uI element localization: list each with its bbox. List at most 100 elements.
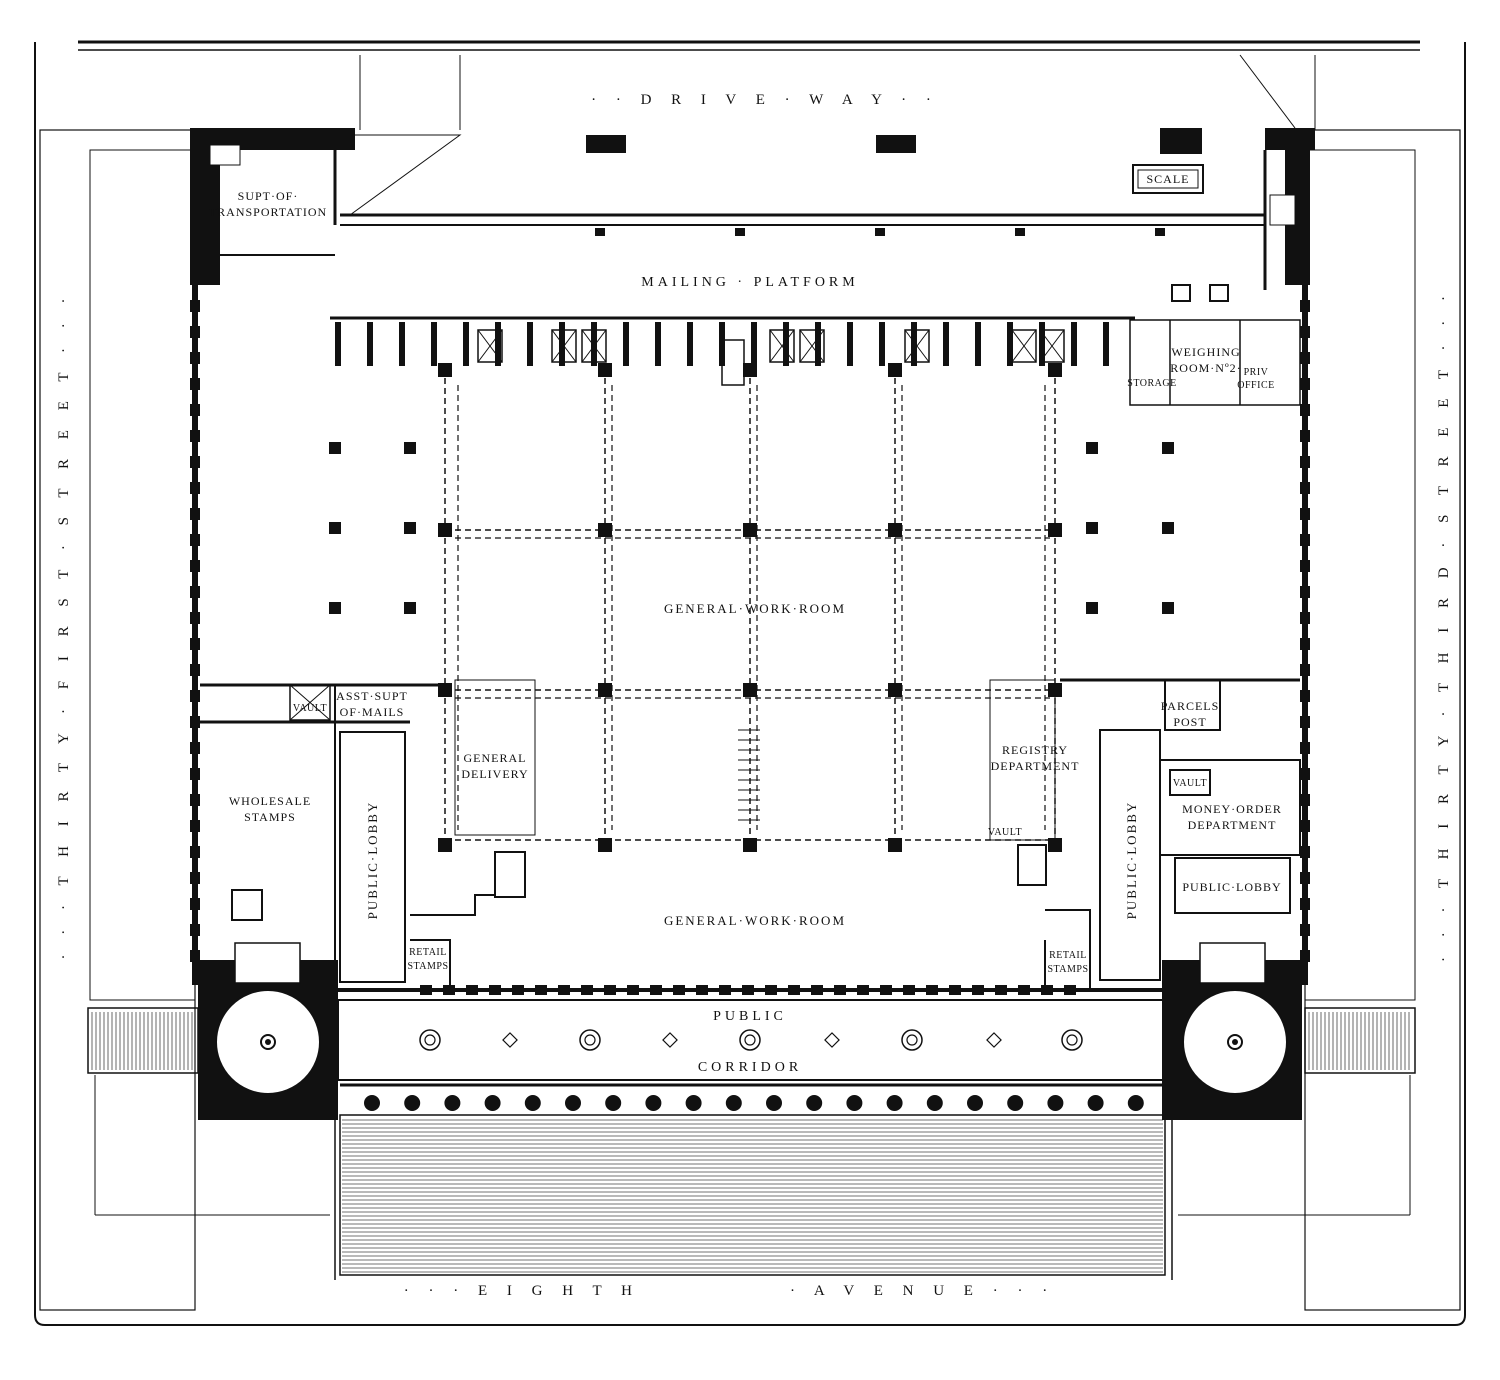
wall-pier — [190, 534, 200, 546]
wall-pier — [650, 985, 662, 995]
platform-pier — [623, 322, 629, 366]
colonnade-column — [444, 1095, 461, 1111]
colonnade — [94, 1075, 1411, 1280]
left-ramp — [87, 1007, 199, 1074]
wall-pier — [1300, 664, 1310, 676]
retail-stamps-right-label-2: STAMPS — [1047, 964, 1088, 975]
column — [888, 523, 902, 537]
top-corner-towers — [190, 135, 1310, 285]
wall-pier — [190, 560, 200, 572]
parcels-post-label-2: POST — [1173, 715, 1206, 729]
column — [1162, 522, 1174, 534]
platform-pier — [591, 322, 597, 366]
corridor-column-base — [739, 1029, 761, 1051]
wall-pier — [742, 985, 754, 995]
wall-pier — [857, 985, 869, 995]
wall-pier — [1300, 456, 1310, 468]
column — [1162, 602, 1174, 614]
elevator-car — [799, 329, 825, 363]
right-ramp — [1304, 1007, 1416, 1074]
column — [1162, 442, 1174, 454]
supt-transportation-label-2: TRANSPORTATION — [209, 205, 327, 219]
colonnade-column — [846, 1095, 863, 1111]
column — [888, 363, 902, 377]
wall-pier — [1300, 352, 1310, 364]
wall-pier — [190, 690, 200, 702]
column — [329, 522, 341, 534]
wall-pier — [926, 985, 938, 995]
wall-pier — [190, 950, 200, 962]
colonnade-column — [926, 1095, 943, 1111]
colonnade-column — [967, 1095, 983, 1111]
wall-pier — [1300, 872, 1310, 884]
wall-pier — [190, 664, 200, 676]
driveway-label: · · D R I V E · W A Y · · — [591, 92, 939, 108]
wall-pier — [1300, 534, 1310, 546]
column — [743, 523, 757, 537]
platform-pier — [655, 322, 661, 366]
floor-ornament — [662, 1032, 678, 1048]
wall-pier — [190, 300, 200, 312]
corridor-column-base — [419, 1029, 441, 1051]
column — [404, 442, 416, 454]
wall-pier — [558, 985, 570, 995]
platform-pier — [815, 322, 821, 366]
column — [329, 442, 341, 454]
wall-pier — [903, 985, 915, 995]
eighth-avenue-label-right: · A V E N U E · · · — [790, 1283, 1055, 1299]
wall-pier — [1300, 690, 1310, 702]
corridor-column-ring — [1066, 1034, 1078, 1046]
colonnade-column — [886, 1095, 903, 1111]
wall-pier — [1300, 430, 1310, 442]
left-offices — [200, 679, 536, 990]
building-walls — [190, 128, 1315, 992]
wall-pier — [719, 985, 731, 995]
wall-pier — [420, 985, 432, 995]
corridor-column-ring — [424, 1034, 436, 1046]
wall-pier — [1300, 846, 1310, 858]
wall-pier — [1300, 794, 1310, 806]
storage-label: STORAGE — [1127, 378, 1176, 389]
corner-pavilion-left — [198, 942, 338, 1120]
wall-pier — [1064, 985, 1076, 995]
platform-pier — [367, 322, 373, 366]
platform-pier — [1039, 322, 1045, 366]
public-lobby-left-label: PUBLIC·LOBBY — [365, 801, 380, 920]
platform-pier — [1103, 322, 1109, 366]
platform-pier — [1155, 228, 1165, 236]
wall-pier — [190, 586, 200, 598]
money-order-label-2: DEPARTMENT — [1188, 818, 1277, 832]
column — [438, 523, 452, 537]
column — [1086, 442, 1098, 454]
wall-pier — [190, 378, 200, 390]
floor-ornament — [986, 1032, 1002, 1048]
colonnade-column — [1047, 1095, 1064, 1111]
platform-pier — [463, 322, 469, 366]
colonnade-column — [524, 1095, 541, 1111]
priv-office-label-1: PRIV — [1244, 367, 1269, 378]
public-lobby-right-vertical-label: PUBLIC·LOBBY — [1124, 801, 1139, 920]
wall-pier — [1300, 482, 1310, 494]
platform-pier — [735, 228, 745, 236]
colonnade-column — [404, 1095, 421, 1111]
wall-pier — [696, 985, 708, 995]
colonnade-column — [806, 1095, 823, 1111]
wall-pier — [1300, 508, 1310, 520]
asst-supt-mails-label-2: OF·MAILS — [340, 705, 405, 719]
colonnade-column — [685, 1095, 702, 1111]
wall-pier — [190, 430, 200, 442]
wall-pier — [1018, 985, 1030, 995]
column — [404, 522, 416, 534]
platform-pier — [431, 322, 437, 366]
asst-supt-mails-label-1: ASST·SUPT — [336, 689, 408, 703]
wall-pier — [190, 742, 200, 754]
wall-pier — [627, 985, 639, 995]
column — [1086, 522, 1098, 534]
wholesale-stamps-label-2: STAMPS — [244, 810, 296, 824]
wall-pier — [788, 985, 800, 995]
colonnade-column — [484, 1095, 501, 1111]
parcels-post-label-1: PARCELS — [1161, 699, 1220, 713]
wall-pier — [190, 898, 200, 910]
eighth-avenue-label-left: · · · E I G H T H — [404, 1283, 640, 1299]
wall-pier — [765, 985, 777, 995]
